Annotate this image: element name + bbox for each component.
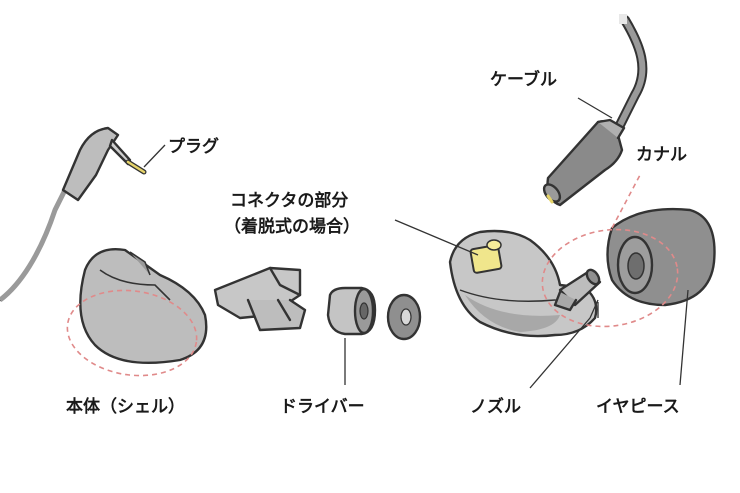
driver-cylinder xyxy=(326,286,377,336)
driver-washer xyxy=(386,293,422,341)
connector-socket xyxy=(469,244,503,274)
plug-body xyxy=(61,126,120,202)
nozzle-part xyxy=(553,268,602,312)
shell-highlight xyxy=(66,289,198,377)
driver-frame-part xyxy=(213,266,307,332)
left-cable-with-plug xyxy=(0,126,147,302)
ear-tip xyxy=(541,174,716,328)
label-shell: 本体（シェル） xyxy=(66,396,185,417)
detachable-cable xyxy=(542,14,648,207)
label-canal: カナル xyxy=(636,145,687,165)
label-plug: プラグ xyxy=(168,136,219,157)
label-driver: ドライバー xyxy=(280,397,365,417)
housing-part xyxy=(448,229,598,338)
canal-highlight xyxy=(541,228,679,328)
leader-lines xyxy=(143,97,689,389)
label-connector: コネクタの部分 xyxy=(230,190,348,211)
label-nozzle: ノズル xyxy=(470,396,521,417)
label-connector-note: （着脱式の場合） xyxy=(224,216,360,237)
shell-part xyxy=(66,248,208,377)
label-eartip: イヤピース xyxy=(596,397,680,417)
label-cable: ケーブル xyxy=(490,69,557,90)
